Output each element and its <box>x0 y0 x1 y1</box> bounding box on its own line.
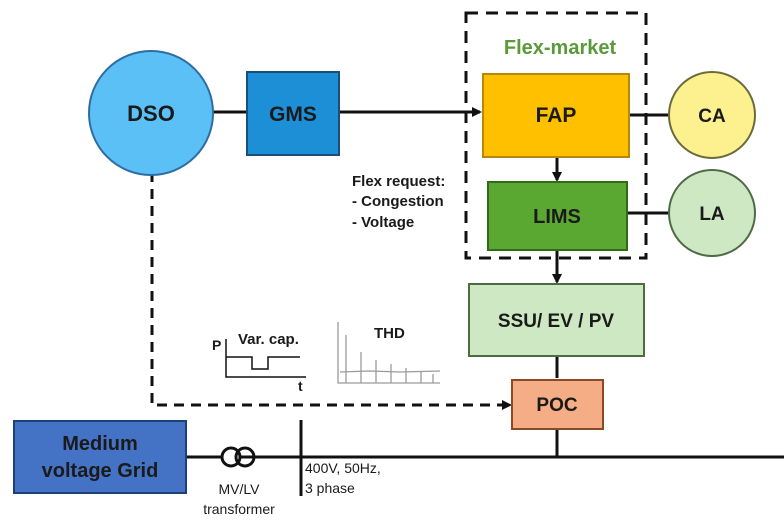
lims-label: LIMS <box>533 206 581 228</box>
var-cap-mini-plot <box>225 339 306 378</box>
fap-node <box>482 73 630 158</box>
var-cap-y-axis-label: P <box>212 337 221 353</box>
grid-label-line2: voltage Grid <box>42 460 159 482</box>
la-label: LA <box>699 204 725 225</box>
supply-label-line2: 3 phase <box>305 480 355 496</box>
var-cap-x-axis-label: t <box>298 378 303 394</box>
var-cap-title: Var. cap. <box>238 331 299 348</box>
transformer-label-line2: transformer <box>203 501 275 517</box>
la-node <box>668 169 756 257</box>
grid-label-line1: Medium <box>62 433 138 455</box>
flex-request-title: Flex request: <box>352 173 445 190</box>
dso-label: DSO <box>127 101 175 126</box>
ssu-ev-pv-label: SSU/ EV / PV <box>498 311 614 332</box>
lims-node <box>487 181 628 251</box>
ca-node <box>668 71 756 159</box>
flex-request-item-voltage: - Voltage <box>352 214 414 231</box>
gms-label: GMS <box>269 103 317 126</box>
flex-request-item-congestion: - Congestion <box>352 193 444 210</box>
fap-label: FAP <box>536 104 577 127</box>
poc-label: POC <box>536 395 577 416</box>
flex-market-frame <box>464 11 648 260</box>
thd-mini-plot <box>337 322 441 384</box>
medium-voltage-grid-node <box>13 420 187 494</box>
dso-node <box>88 50 214 176</box>
poc-node <box>511 379 604 430</box>
ssu-ev-pv-node <box>468 283 645 357</box>
dso-poc-dashed-arrow <box>150 172 512 410</box>
transformer-label-line1: MV/LV <box>219 481 261 497</box>
ca-label: CA <box>698 106 726 127</box>
transformer-icon <box>220 446 256 468</box>
supply-label-line1: 400V, 50Hz, <box>305 460 381 476</box>
flex-market-title: Flex-market <box>504 37 617 59</box>
thd-title: THD <box>374 325 405 342</box>
gms-node <box>246 71 340 156</box>
